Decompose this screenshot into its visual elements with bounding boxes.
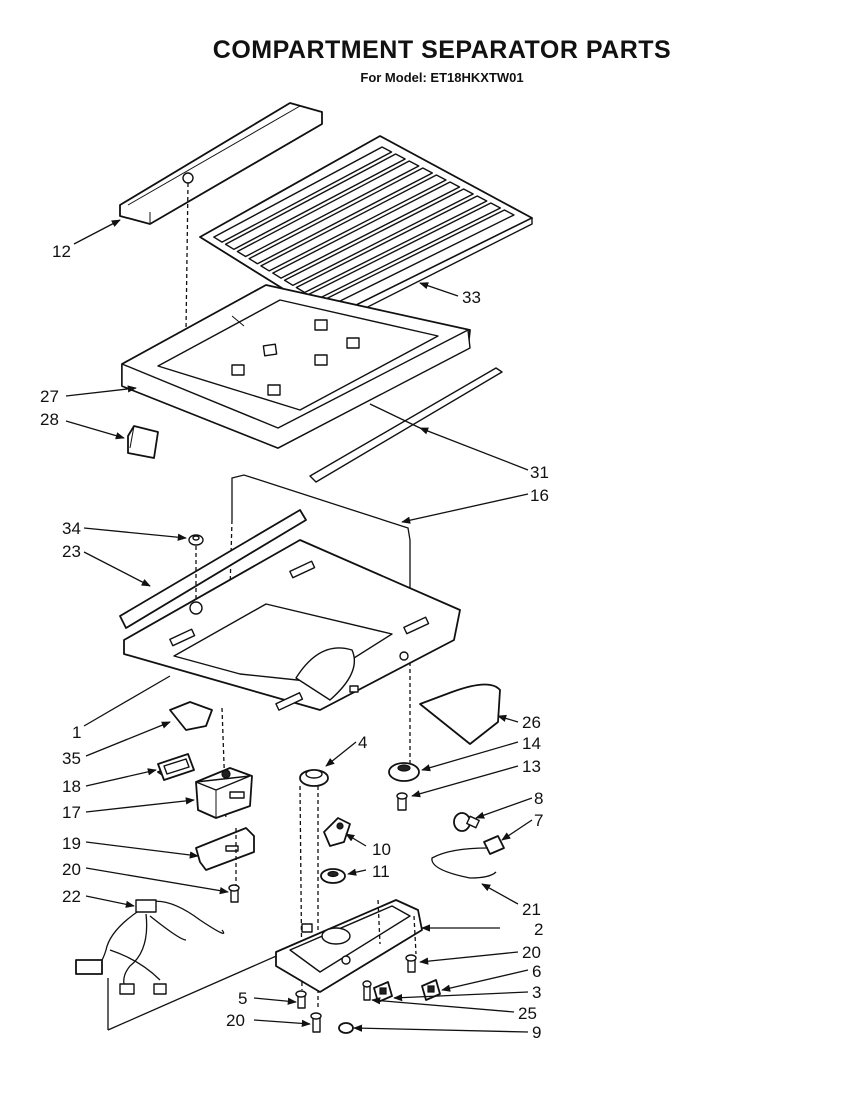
part-18-gasket	[157, 753, 195, 781]
part-34-nut	[188, 534, 204, 600]
part-5-screw	[295, 990, 307, 1009]
part-2-base	[275, 899, 423, 993]
part-23-tray	[119, 509, 461, 711]
part-11-knob	[320, 868, 346, 884]
grille-slat	[260, 174, 447, 272]
callout-19: 19	[62, 834, 81, 853]
part-31-strip	[309, 367, 503, 483]
callout-5: 5	[238, 989, 247, 1008]
part-28-block	[127, 425, 159, 459]
callout-20a: 20	[62, 860, 81, 879]
callout-23: 23	[62, 542, 81, 561]
callout-13: 13	[522, 757, 541, 776]
part-10-switch	[323, 817, 351, 847]
part-7-lamp-socket	[431, 835, 505, 879]
callout-6: 6	[532, 962, 541, 981]
callout-31: 31	[530, 463, 549, 482]
callout-20b: 20	[522, 943, 541, 962]
callout-9: 9	[532, 1023, 541, 1042]
callout-21: 21	[522, 900, 541, 919]
callout-2: 2	[534, 920, 543, 939]
callout-16: 16	[530, 486, 549, 505]
callout-27: 27	[40, 387, 59, 406]
callout-17: 17	[62, 803, 81, 822]
part-20-screw-c	[310, 1012, 322, 1033]
callout-11: 11	[372, 862, 390, 881]
callout-20c: 20	[226, 1011, 245, 1030]
part-22-harness	[75, 899, 291, 1031]
part-6-connector	[421, 979, 441, 1001]
callout-3: 3	[532, 983, 541, 1002]
callout-7: 7	[534, 811, 543, 830]
callout-28: 28	[40, 410, 59, 429]
part-8-bulb	[453, 812, 480, 832]
grille-slats	[213, 146, 515, 308]
part-12-top-rail	[119, 102, 323, 331]
part-3-terminal	[373, 981, 393, 1003]
callout-4: 4	[358, 733, 367, 752]
callout-10: 10	[372, 840, 391, 859]
callout-22: 22	[62, 887, 81, 906]
part-27-separator-frame	[121, 284, 471, 449]
grille-slat	[283, 188, 474, 287]
part-19-bracket	[195, 827, 255, 900]
grille-slat	[295, 195, 488, 294]
callout-26: 26	[522, 713, 541, 732]
callout-18: 18	[62, 777, 81, 796]
page-title: COMPARTMENT SEPARATOR PARTS	[212, 36, 672, 64]
callout-12: 12	[52, 242, 71, 261]
grille-slat	[236, 160, 420, 258]
callout-35: 35	[62, 749, 81, 768]
part-20-screw-a	[228, 884, 240, 903]
part-20-screw-b	[405, 954, 417, 973]
grille-slat	[248, 167, 434, 265]
part-17-box	[195, 767, 253, 819]
part-13-screw	[396, 792, 408, 811]
part-9-washer	[338, 1022, 354, 1034]
callout-1: 1	[72, 723, 81, 742]
part-14-socket	[388, 762, 420, 782]
callout-leaders	[65, 219, 533, 1033]
callout-34: 34	[62, 519, 81, 538]
grille-slat	[224, 153, 406, 251]
part-26-insulation	[419, 683, 501, 745]
callout-labels: 12 33 27 28 31 16 34 23 1 26 4 35 14 13 …	[40, 242, 549, 1042]
part-25-screw	[362, 980, 372, 1001]
callout-25: 25	[518, 1004, 537, 1023]
callout-8: 8	[534, 789, 543, 808]
grille-slat	[272, 181, 461, 279]
callout-33: 33	[462, 288, 481, 307]
grille-slat	[213, 146, 393, 243]
model-subtitle: For Model: ET18HKXTW01	[360, 70, 524, 85]
callout-14: 14	[522, 734, 541, 753]
